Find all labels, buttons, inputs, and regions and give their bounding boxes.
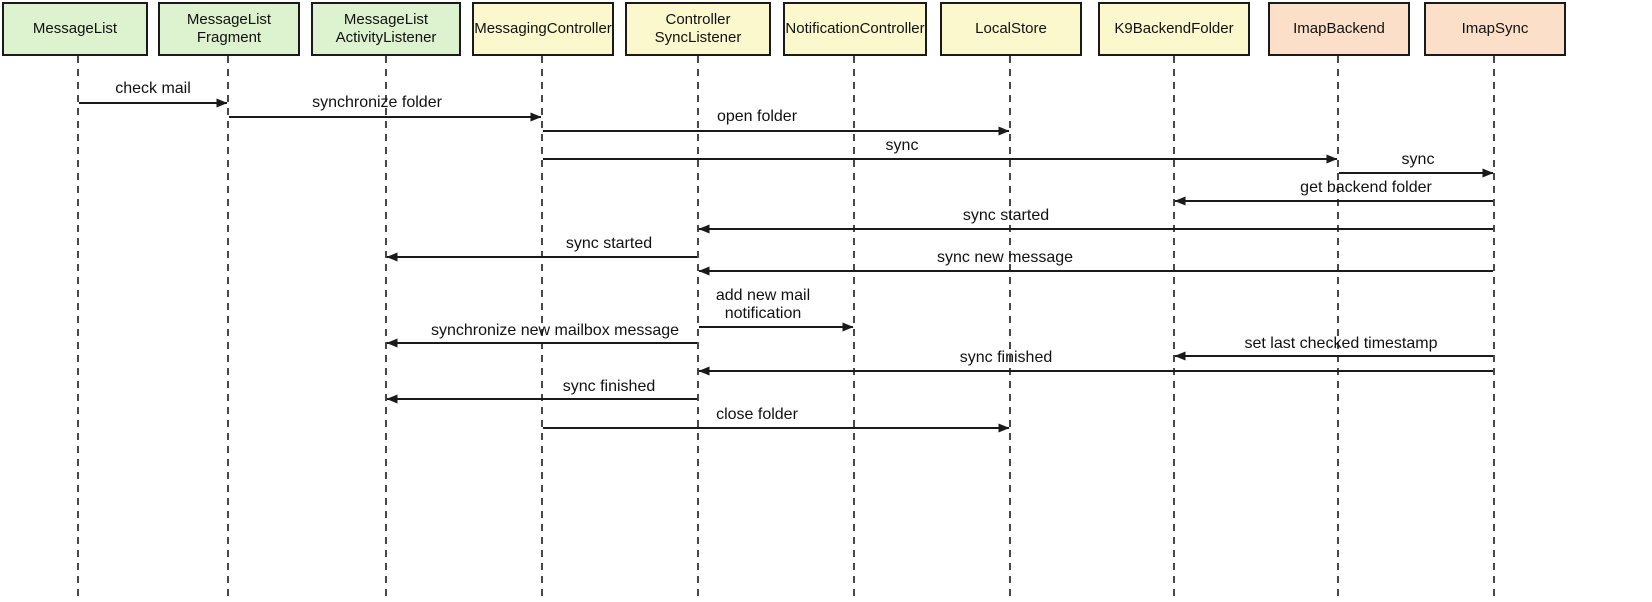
- participant-label-imap-backend: ImapBackend: [1293, 20, 1385, 38]
- participant-box-local-store[interactable]: LocalStore: [940, 2, 1082, 56]
- participant-label-notification-controller: NotificationController: [785, 20, 925, 38]
- participant-box-message-list[interactable]: MessageList: [2, 2, 148, 56]
- participant-box-imap-backend[interactable]: ImapBackend: [1268, 2, 1410, 56]
- participant-box-imap-sync[interactable]: ImapSync: [1424, 2, 1566, 56]
- participant-label-imap-sync: ImapSync: [1461, 20, 1529, 38]
- participant-box-messaging-controller[interactable]: MessagingController: [472, 2, 614, 56]
- message-arrows-group: [79, 98, 1494, 433]
- participant-label-message-list-activity-listener: MessageList ActivityListener: [335, 11, 437, 46]
- participant-label-k9-backend-folder: K9BackendFolder: [1114, 20, 1234, 38]
- participant-label-messaging-controller: MessagingController: [474, 20, 612, 38]
- participant-label-message-list-fragment: MessageList Fragment: [186, 11, 272, 46]
- participant-box-message-list-activity-listener[interactable]: MessageList ActivityListener: [311, 2, 461, 56]
- participant-label-message-list: MessageList: [32, 20, 118, 38]
- participant-box-notification-controller[interactable]: NotificationController: [783, 2, 927, 56]
- participant-box-k9-backend-folder[interactable]: K9BackendFolder: [1098, 2, 1250, 56]
- participant-box-message-list-fragment[interactable]: MessageList Fragment: [158, 2, 300, 56]
- participant-label-controller-sync-listener: Controller SyncListener: [654, 11, 742, 46]
- participant-label-local-store: LocalStore: [975, 20, 1047, 38]
- participant-box-controller-sync-listener[interactable]: Controller SyncListener: [625, 2, 771, 56]
